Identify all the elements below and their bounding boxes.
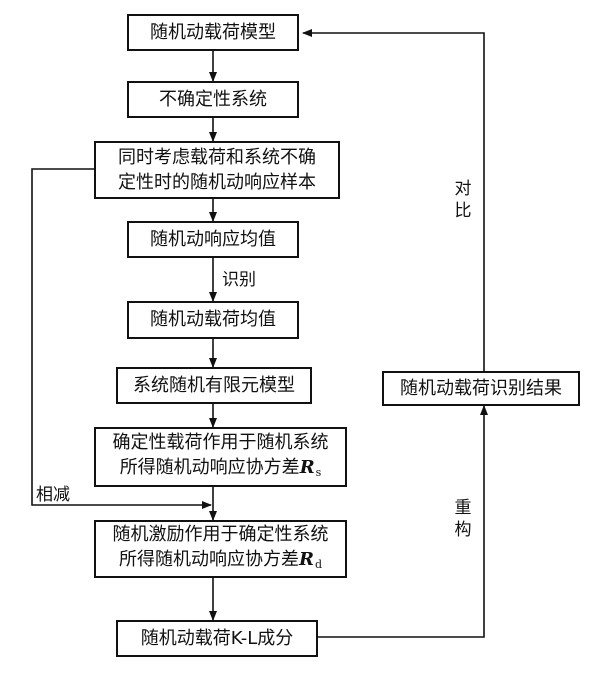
rd-symbol: Rd — [298, 548, 322, 571]
node-fe-model: 系统随机有限元模型 — [116, 367, 312, 404]
node-response-samples: 同时考虑载荷和系统不确 定性时的随机动响应样本 — [94, 141, 340, 199]
node-load-mean: 随机动载荷均值 — [127, 301, 299, 339]
node-load-model: 随机动载荷模型 — [127, 14, 299, 51]
rs-line2: 所得随机动响应协方差Rs — [119, 456, 322, 479]
node-rs-covariance: 确定性载荷作用于随机系统 所得随机动响应协方差Rs — [94, 427, 347, 487]
node-identification-result: 随机动载荷识别结果 — [382, 371, 580, 406]
node-kl-components: 随机动载荷K-L成分 — [116, 620, 318, 657]
arrow-samples-subtract-path — [31, 168, 212, 509]
label-subtract: 相减 — [36, 485, 70, 505]
label-compare: 对 比 — [454, 179, 472, 221]
label-reconstruct: 重 构 — [454, 498, 472, 540]
label-identify: 识别 — [222, 270, 256, 290]
node-rd-covariance: 随机激励作用于确定性系统 所得随机动响应协方差Rd — [94, 520, 347, 578]
rd-line2: 所得随机动响应协方差Rd — [118, 548, 322, 571]
arrow-compare-path — [302, 29, 485, 371]
rs-symbol: Rs — [299, 456, 322, 479]
node-uncertain-system: 不确定性系统 — [127, 81, 299, 118]
node-response-mean: 随机动响应均值 — [127, 221, 299, 258]
arrow-reconstruct-path — [318, 405, 488, 638]
